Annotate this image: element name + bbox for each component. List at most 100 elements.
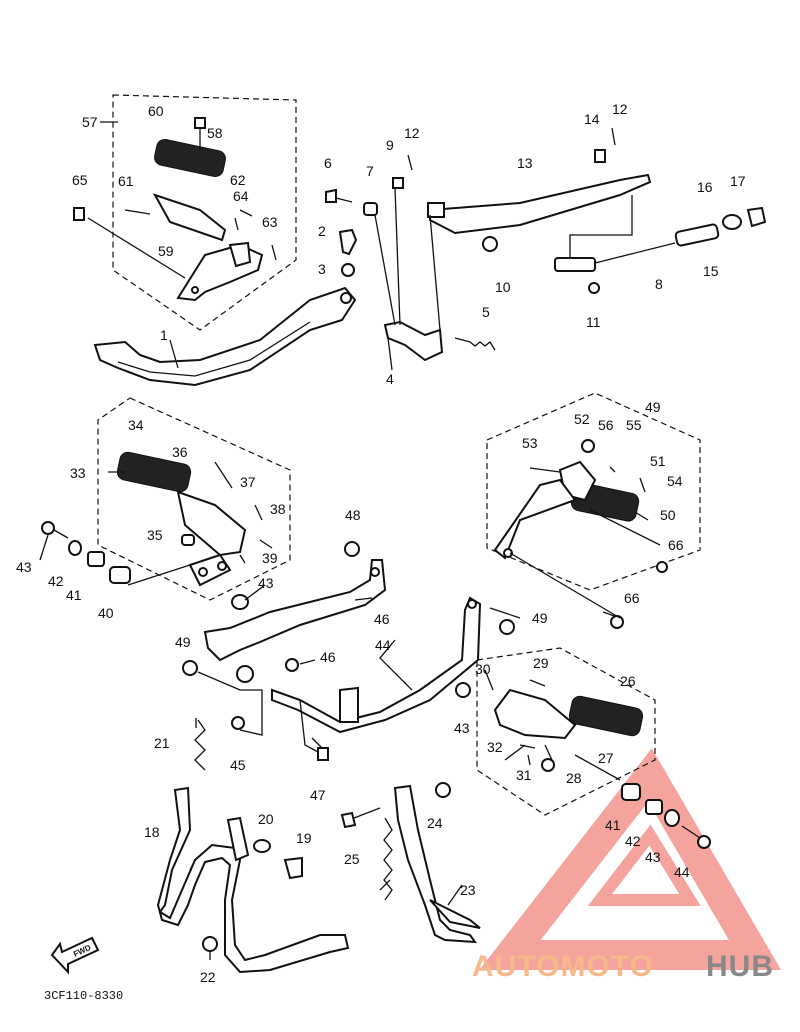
callout-11: 11 [586, 314, 601, 330]
callout-14: 14 [584, 111, 600, 127]
callout-57: 57 [82, 114, 98, 130]
callout-66: 66 [668, 537, 684, 553]
side-stand [340, 782, 481, 944]
group-box-34 [97, 397, 291, 601]
callout-29: 29 [533, 655, 549, 671]
callout-19: 19 [296, 830, 312, 846]
callout-65: 65 [72, 172, 88, 188]
brake-rod [429, 173, 652, 235]
watermark-text-hub: HUB [706, 950, 774, 983]
callout-25: 25 [344, 851, 360, 867]
callout-35: 35 [147, 527, 163, 543]
callout-47: 47 [310, 787, 326, 803]
callout-9: 9 [386, 137, 394, 153]
main-stand [156, 719, 350, 974]
callout-52: 52 [574, 411, 590, 427]
callout-5: 5 [482, 304, 490, 320]
callout-42: 42 [48, 573, 64, 589]
callout-44: 44 [375, 637, 391, 653]
right-end-parts [621, 783, 711, 849]
callout-66: 66 [624, 590, 640, 606]
callout-59: 59 [158, 243, 174, 259]
group-box-27 [476, 647, 656, 816]
callout-37: 37 [240, 474, 256, 490]
callout-2: 2 [318, 223, 326, 239]
callout-3: 3 [318, 261, 326, 277]
drawing-code: 3CF110-8330 [44, 989, 123, 1003]
watermark-text-automoto: AUTOMOTO [472, 950, 654, 983]
callout-61: 61 [118, 173, 134, 189]
callout-36: 36 [172, 444, 188, 460]
callout-34: 34 [128, 417, 144, 433]
callout-40: 40 [98, 605, 114, 621]
callout-21: 21 [154, 735, 170, 751]
callout-7: 7 [366, 163, 374, 179]
callout-41: 41 [66, 587, 82, 603]
callout-12: 12 [404, 125, 420, 141]
group-box-50 [486, 392, 701, 591]
callout-67: 67 [0, 0, 16, 3]
callout-13: 13 [517, 155, 533, 171]
callout-43: 43 [454, 720, 470, 736]
footrest-58 [152, 138, 252, 268]
watermark-triangle [479, 748, 782, 970]
callout-42: 42 [625, 833, 641, 849]
callout-8: 8 [655, 276, 663, 292]
footrest-34 [116, 451, 273, 587]
leader-lines [39, 121, 661, 960]
callout-6: 6 [324, 155, 332, 171]
callout-33: 33 [70, 465, 86, 481]
callout-23: 23 [460, 882, 476, 898]
callout-50: 50 [660, 507, 676, 523]
callout-31: 31 [516, 767, 532, 783]
rod-pivot [427, 202, 445, 218]
callout-32: 32 [487, 739, 503, 755]
pivot-shaft [383, 320, 496, 362]
fwd-arrow [50, 936, 100, 975]
callout-44: 44 [674, 864, 690, 880]
callout-41: 41 [605, 817, 621, 833]
callout-26: 26 [620, 673, 636, 689]
callout-58: 58 [207, 125, 223, 141]
callout-49: 49 [532, 610, 548, 626]
callout-22: 22 [200, 969, 216, 985]
callout-20: 20 [258, 811, 274, 827]
callout-43: 43 [258, 575, 274, 591]
callout-4: 4 [386, 371, 394, 387]
callout-17: 17 [730, 173, 746, 189]
callout-55: 55 [626, 417, 642, 433]
brake-pedal [93, 286, 357, 387]
callout-53: 53 [522, 435, 538, 451]
callout-39: 39 [262, 550, 278, 566]
callout-64: 64 [233, 188, 249, 204]
callout-43: 43 [16, 559, 32, 575]
callout-54: 54 [667, 473, 683, 489]
callout-45: 45 [230, 757, 246, 773]
callout-1: 1 [160, 327, 168, 343]
callout-27: 27 [598, 750, 614, 766]
callout-15: 15 [703, 263, 719, 279]
callout-16: 16 [697, 179, 713, 195]
brake-cable [554, 206, 767, 272]
callout-60: 60 [148, 103, 164, 119]
stay-47 [203, 559, 387, 683]
callout-10: 10 [495, 279, 511, 295]
callout-56: 56 [598, 417, 614, 433]
callout-49: 49 [645, 399, 661, 415]
stay-45 [271, 596, 482, 734]
callout-63: 63 [262, 214, 278, 230]
callout-49: 49 [175, 634, 191, 650]
callout-28: 28 [566, 770, 582, 786]
callout-30: 30 [475, 661, 491, 677]
callout-62: 62 [230, 172, 246, 188]
callout-12: 12 [612, 101, 628, 117]
upper-fasteners [73, 117, 616, 294]
footrest-50 [493, 439, 646, 560]
callout-38: 38 [270, 501, 286, 517]
callout-51: 51 [650, 453, 666, 469]
callout-24: 24 [427, 815, 443, 831]
footrest-27 [484, 669, 644, 772]
